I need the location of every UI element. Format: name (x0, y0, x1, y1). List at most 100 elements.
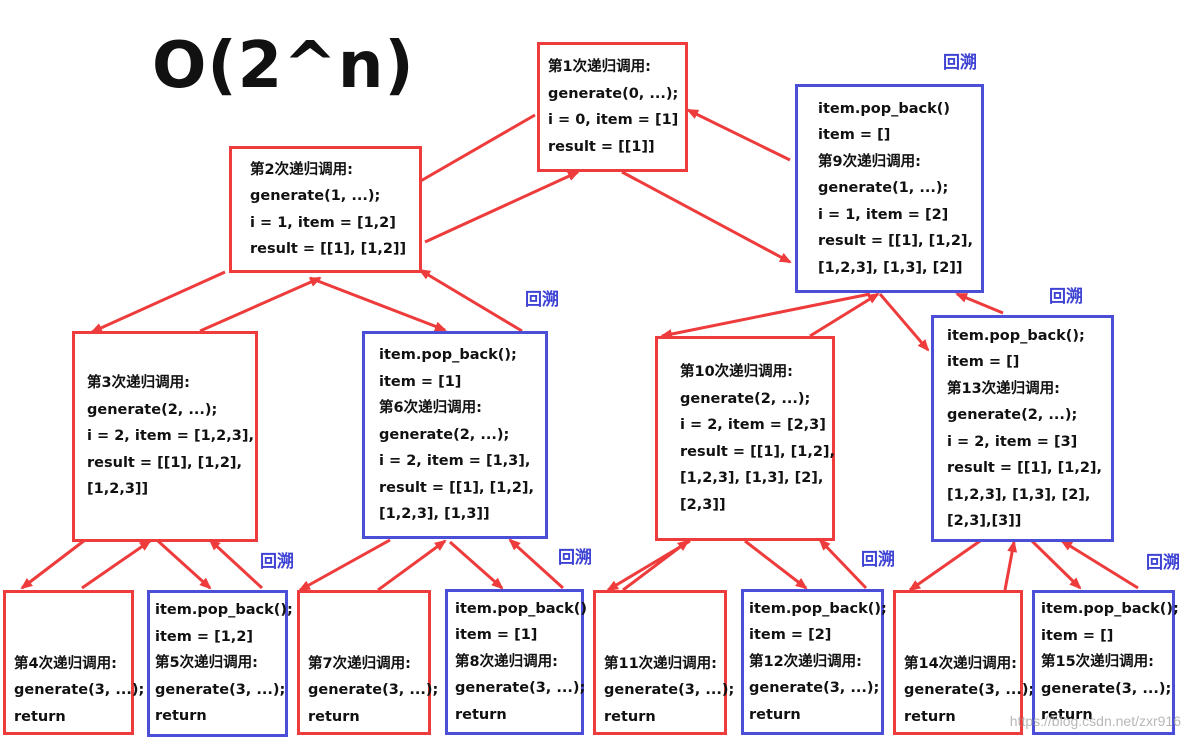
node-text-line: item = [] (1041, 627, 1114, 644)
node-text-line: return (155, 708, 207, 725)
node-text-line: [1,2,3], [1,3], [2]] (818, 259, 963, 276)
node-text-line: item.pop_back(); (1041, 601, 1179, 618)
call-arrow (744, 539, 808, 590)
call-arrow (1060, 539, 1139, 590)
node-text-line: i = 2, item = [2,3] (680, 417, 826, 433)
node-text-line: 第9次递归调用: (818, 153, 921, 170)
node-text-line: 第7次递归调用: (308, 655, 411, 672)
node-text-line: [1,2,3], [1,3]] (379, 506, 490, 523)
node-text-line: item.pop_back(); (749, 600, 887, 617)
call-arrow (621, 170, 792, 264)
node-text-line: generate(1, ...); (818, 180, 949, 197)
node-text-line: 第2次递归调用: (250, 161, 353, 178)
backtrack-label: 回溯 (861, 550, 895, 570)
node-text-line: [2,3]] (680, 496, 726, 513)
call-arrow (449, 540, 504, 590)
node-text-line: [2,3],[3]] (947, 513, 1022, 529)
backtrack-label: 回溯 (260, 552, 294, 572)
recursion-node-1: 第1次递归调用:generate(0, ...);i = 0, item = [… (537, 42, 688, 172)
node-text-line: generate(3, ...); (308, 682, 439, 698)
node-text-line: generate(3, ...); (14, 682, 145, 698)
backtrack-label: 回溯 (525, 290, 559, 310)
recursion-node-3: 第3次递归调用: generate(2, ...); i = 2, item = [… (72, 331, 258, 542)
node-text-line: return (455, 706, 507, 723)
node-text-line: 第11次递归调用: (604, 655, 717, 672)
node-text-line: 第10次递归调用: (680, 364, 793, 380)
node-text-line: 第14次递归调用: (904, 655, 1017, 672)
call-arrow (208, 538, 264, 590)
node-text-line: item = [] (818, 127, 891, 144)
node-text-line: item = [1] (455, 627, 538, 644)
recursion-node-12: item.pop_back();item = [2] 第12次递归调用: gener… (741, 589, 887, 735)
recursion-node-2: 第2次递归调用:generate(1, ...);i = 1, item = [… (229, 146, 422, 273)
node-text-line: 第3次递归调用: (87, 375, 190, 392)
node-text-line: item.pop_back(); (947, 327, 1085, 344)
call-arrow (1030, 539, 1082, 590)
node-text-line: return (749, 706, 801, 723)
recursion-node-13: item.pop_back();item = []第13次递归调用:genera… (931, 315, 1114, 542)
recursion-node-10: 第10次递归调用:generate(2, ...);i = 2, item = … (655, 336, 835, 541)
call-arrow (622, 539, 690, 592)
node-text-line: i = 2, item = [1,3], (379, 453, 531, 470)
call-arrow (377, 539, 447, 592)
node-text-line: result = [[1], [1,2]] (250, 241, 407, 257)
node-text-line: i = 1, item = [2] (818, 206, 949, 223)
node-text-line: item = [] (947, 354, 1020, 370)
node-text-line: result = [[1], [1,2], (947, 460, 1103, 476)
node-text-line: item = [2] (749, 627, 832, 644)
node-text-line: result = [[1]] (548, 138, 655, 155)
call-arrow (156, 539, 212, 590)
node-text-line: i = 0, item = [1] (548, 112, 679, 128)
node-text-line: generate(3, ...); (155, 681, 286, 698)
call-arrow (309, 276, 447, 332)
node-text-line: i = 2, item = [1,2,3], (87, 428, 254, 445)
call-arrow (20, 538, 86, 590)
backtrack-label: 回溯 (558, 548, 592, 568)
node-text-line: i = 2, item = [3] (947, 433, 1078, 450)
node-text-line: generate(2, ...); (87, 401, 218, 418)
recursion-node-15: item.pop_back();item = [] 第15次递归调用: genera… (1032, 590, 1179, 735)
node-text-line: item.pop_back() (455, 600, 587, 617)
node-text-line: 第4次递归调用: (14, 655, 117, 672)
node-text-line: generate(3, ...); (1041, 680, 1172, 697)
node-text-line: item.pop_back() (818, 100, 950, 117)
node-text-line: 第12次递归调用: (749, 653, 862, 670)
node-text-line: 第8次递归调用: (455, 653, 558, 670)
backtrack-label: 回溯 (943, 53, 977, 73)
call-arrow (1003, 540, 1018, 591)
node-text-line: 第15次递归调用: (1041, 654, 1154, 671)
node-text-line: 第6次递归调用: (379, 400, 482, 417)
recursion-node-6: item.pop_back();item = [1] 第6次递归调用: genera… (362, 331, 548, 539)
node-text-line: 第1次递归调用: (548, 59, 651, 75)
call-arrow (81, 539, 152, 590)
node-text-line: return (14, 708, 66, 725)
node-text-line: 第13次递归调用: (947, 380, 1060, 397)
node-text-line: 第5次递归调用: (155, 655, 258, 672)
call-arrow (606, 539, 691, 592)
node-text-line: result = [[1], [1,2], (818, 233, 974, 250)
node-text-line: [1,2,3], [1,3], [2], (680, 470, 824, 486)
node-text-line: item.pop_back(); (379, 347, 517, 364)
call-arrow (660, 292, 871, 339)
call-arrow (199, 276, 322, 333)
node-text-line: result = [[1], [1,2], (379, 479, 535, 496)
node-text-line: return (308, 708, 360, 725)
node-text-line: [1,2,3], [1,3], [2], (947, 486, 1091, 503)
recursion-node-7: 第7次递归调用: generate(3, ...); return (297, 590, 439, 735)
call-arrow (908, 539, 981, 592)
node-text-line: generate(3, ...); (749, 680, 880, 697)
call-arrow (955, 292, 1004, 315)
recursion-node-9: item.pop_back()item = [] 第9次递归调用: generate… (795, 84, 984, 293)
node-text-line: item.pop_back(); (155, 602, 293, 619)
node-text-line: generate(2, ...); (379, 426, 510, 443)
node-text-line: generate(3, ...); (604, 682, 735, 698)
call-arrow (403, 113, 536, 192)
backtrack-label: 回溯 (1146, 553, 1180, 573)
node-text-line: [1,2,3]] (87, 481, 149, 498)
node-text-line: generate(3, ...); (904, 682, 1035, 698)
node-text-line: return (604, 708, 656, 725)
call-arrow (90, 270, 226, 334)
call-arrow (508, 538, 565, 590)
node-text-line: item = [1] (379, 373, 462, 390)
call-arrow (424, 170, 580, 244)
